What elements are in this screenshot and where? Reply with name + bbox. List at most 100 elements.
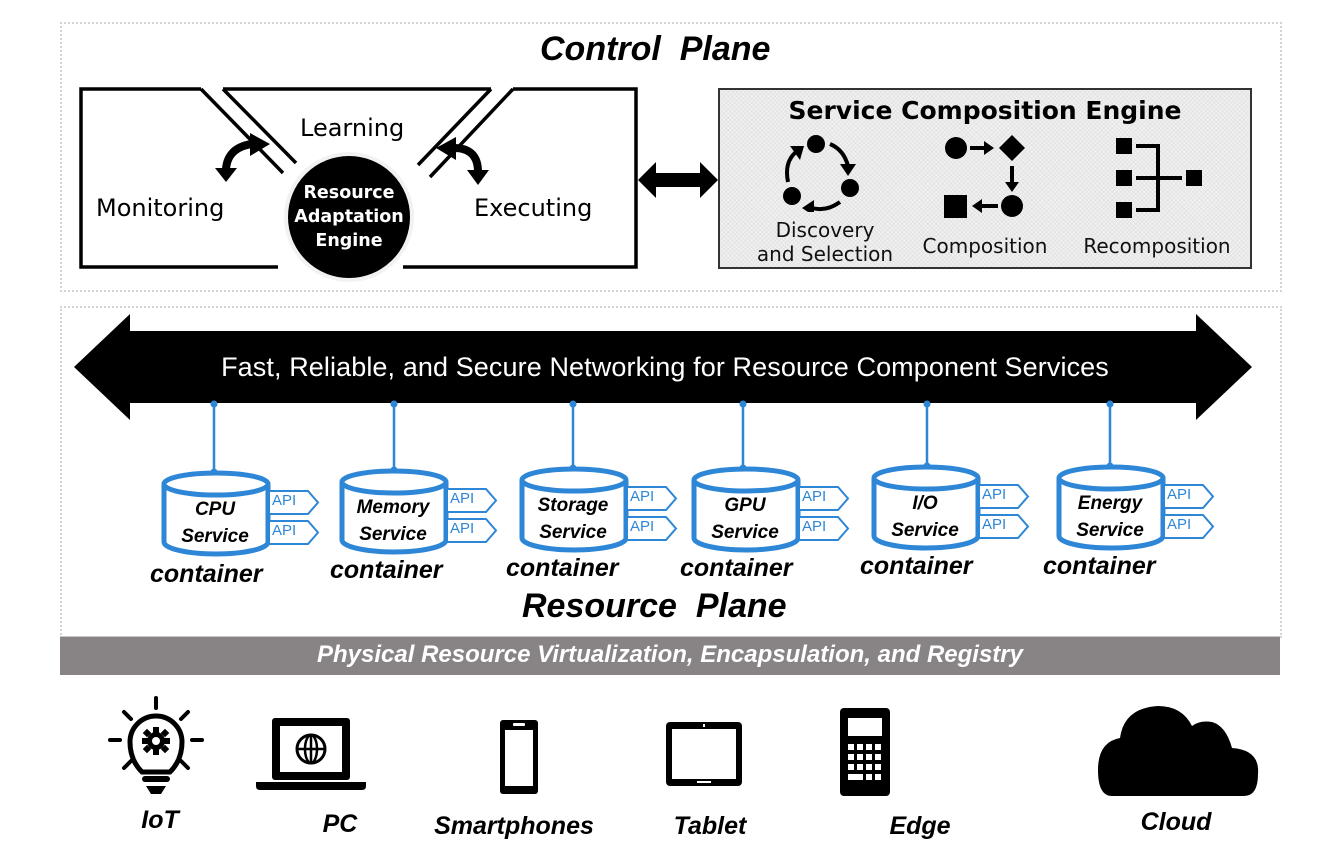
bus-connector [390, 400, 398, 474]
api-endpoint-tag: API [1163, 514, 1215, 539]
api-tag-shape [446, 518, 498, 543]
api-tag-shape [798, 516, 850, 541]
engine-line-3: Engine [315, 231, 383, 251]
sce-title: Service Composition Engine [788, 96, 1182, 125]
service-container: CPU Service API API [160, 470, 330, 600]
service-name-line: Memory [356, 497, 430, 518]
container-caption: container [150, 560, 263, 588]
api-label: API [272, 522, 297, 539]
discovery-cycle-icon [783, 135, 859, 212]
tablet-icon [666, 722, 742, 786]
label-line: and Selection [756, 242, 894, 266]
api-tag-shape [626, 516, 678, 541]
curved-arrow-icon-left [215, 133, 270, 182]
iot-lightbulb-icon [108, 696, 204, 794]
service-cylinder-icon [1056, 464, 1166, 551]
bus-connector [1106, 400, 1114, 470]
resource-adaptation-engine: Resource Adaptation Engine [284, 152, 414, 282]
discovery-selection-label: Discovery and Selection [750, 218, 900, 266]
api-tag-shape [978, 514, 1030, 539]
composition-flow-icon [944, 135, 1025, 218]
device-label-tablet: Tablet [673, 812, 747, 840]
api-endpoint-tag: API [798, 516, 850, 541]
api-endpoint-tag: API [446, 518, 498, 543]
service-name: GPU Service [690, 492, 800, 546]
recomposition-label: Recomposition [1083, 234, 1231, 258]
curved-arrow-icon-right [436, 137, 489, 185]
service-name-line: Service [711, 522, 779, 543]
network-bus-arrow [74, 314, 1252, 420]
service-name-line: Energy [1077, 493, 1143, 514]
service-cylinder-icon [161, 470, 271, 557]
service-name-line: GPU [724, 495, 766, 516]
physical-layer-label: Physical Resource Virtualization, Encaps… [317, 641, 1023, 668]
api-tag-shape [1163, 514, 1215, 539]
api-tag-shape [798, 486, 850, 511]
control-plane-frame [60, 22, 1282, 292]
api-tag-shape [268, 490, 320, 515]
learning-label: Learning [300, 114, 405, 142]
engine-line-2: Adaptation [294, 207, 404, 227]
api-label: API [1167, 516, 1192, 533]
service-cylinder-icon [339, 468, 449, 555]
service-name-line: CPU [194, 499, 236, 520]
container-caption: container [860, 552, 973, 580]
api-endpoint-tag: API [1163, 484, 1215, 509]
bus-connector [739, 400, 747, 472]
cloud-icon [1098, 706, 1259, 796]
device-label-smartphones: Smartphones [434, 812, 594, 840]
container-caption: container [680, 554, 793, 582]
monitoring-label: Monitoring [96, 194, 225, 222]
bus-connector [569, 400, 577, 472]
control-plane-title: Control Plane [540, 30, 771, 68]
edge-device-icon [840, 708, 890, 796]
api-endpoint-tag: API [978, 514, 1030, 539]
composition-label: Composition [922, 234, 1048, 258]
container-caption: container [1043, 552, 1156, 580]
api-endpoint-tag: API [978, 484, 1030, 509]
recomposition-tree-icon [1116, 138, 1202, 218]
service-name-line: Service [891, 520, 959, 541]
service-cylinder-icon [691, 466, 801, 553]
service-cylinder-icon [871, 464, 981, 551]
laptop-icon [256, 718, 366, 790]
api-label: API [272, 492, 297, 509]
executing-label: Executing [474, 194, 593, 222]
api-tag-shape [446, 488, 498, 513]
physical-layer-bar: Physical Resource Virtualization, Encaps… [60, 636, 1280, 675]
api-tag-shape [268, 520, 320, 545]
container-caption: container [330, 556, 443, 584]
network-label: Fast, Reliable, and Secure Networking fo… [221, 352, 1109, 382]
device-label-pc: PC [322, 810, 358, 838]
device-label-edge: Edge [889, 812, 951, 840]
service-name-line: Storage [537, 495, 609, 516]
api-tag-shape [1163, 484, 1215, 509]
bus-connector [210, 400, 218, 476]
device-label-iot: IoT [141, 806, 179, 834]
container-caption: container [506, 554, 619, 582]
api-label: API [802, 518, 827, 535]
api-label: API [630, 518, 655, 535]
api-tag-shape [978, 484, 1030, 509]
adaptation-loop-box [79, 87, 638, 269]
api-endpoint-tag: API [268, 490, 320, 515]
service-cylinder-icon [519, 466, 629, 553]
api-label: API [450, 490, 475, 507]
service-name-line: Service [539, 522, 607, 543]
service-composition-engine: Service Composition Engine Discovery and… [718, 88, 1252, 269]
device-label-cloud: Cloud [1140, 808, 1212, 836]
service-name-line: Service [181, 526, 249, 547]
engine-line-1: Resource [303, 183, 395, 203]
api-label: API [802, 488, 827, 505]
api-endpoint-tag: API [626, 516, 678, 541]
bus-connector [923, 400, 931, 470]
service-container: GPU Service API API [690, 466, 860, 596]
api-endpoint-tag: API [626, 486, 678, 511]
